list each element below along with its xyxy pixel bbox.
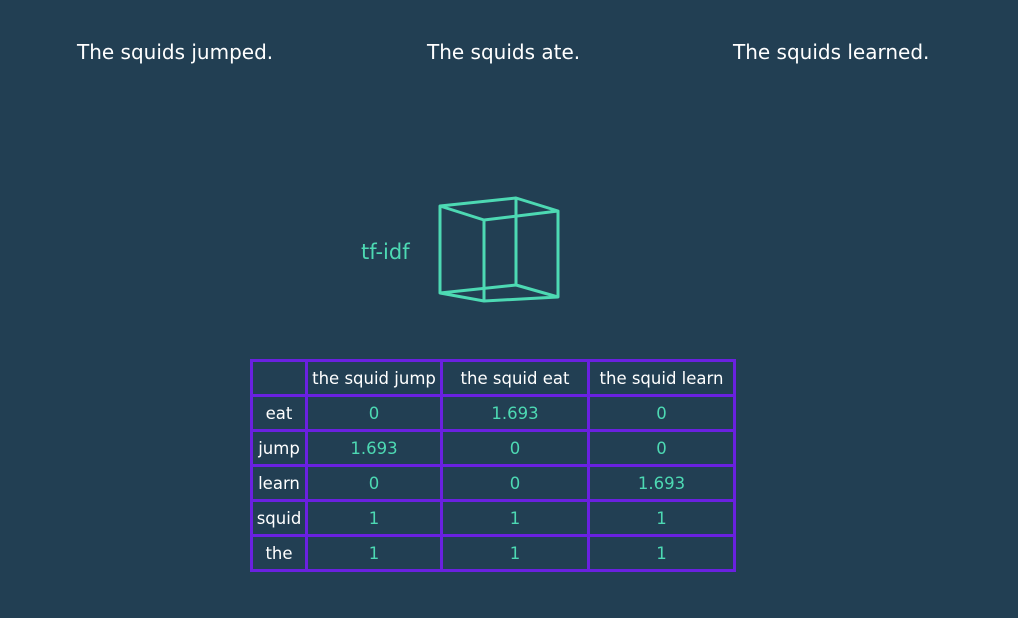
row-label: the bbox=[250, 534, 308, 572]
column-header: the squid eat bbox=[440, 359, 590, 397]
table-cell: 1 bbox=[440, 534, 590, 572]
table-cell: 1 bbox=[587, 499, 736, 537]
table-cell: 1 bbox=[305, 534, 443, 572]
sentence-1: The squids jumped. bbox=[77, 40, 274, 64]
row-label: squid bbox=[250, 499, 308, 537]
table-cell: 1 bbox=[440, 499, 590, 537]
table-cell: 1.693 bbox=[440, 394, 590, 432]
table-cell: 1 bbox=[587, 534, 736, 572]
row-label: jump bbox=[250, 429, 308, 467]
table-cell: 0 bbox=[587, 394, 736, 432]
row-label: eat bbox=[250, 394, 308, 432]
tfidf-matrix-table: the squid jump the squid eat the squid l… bbox=[250, 359, 736, 572]
table-header-row: the squid jump the squid eat the squid l… bbox=[250, 359, 736, 397]
table-row: jump 1.693 0 0 bbox=[250, 429, 736, 467]
table-cell: 0 bbox=[305, 394, 443, 432]
column-header: the squid jump bbox=[305, 359, 443, 397]
column-header: the squid learn bbox=[587, 359, 736, 397]
sentence-3: The squids learned. bbox=[733, 40, 930, 64]
row-label: learn bbox=[250, 464, 308, 502]
table-cell: 0 bbox=[587, 429, 736, 467]
tfidf-label: tf-idf bbox=[361, 240, 410, 264]
table-cell: 0 bbox=[440, 464, 590, 502]
cube-icon bbox=[438, 196, 560, 303]
table-cell: 0 bbox=[440, 429, 590, 467]
table-corner-cell bbox=[250, 359, 308, 397]
table-cell: 1 bbox=[305, 499, 443, 537]
table-row: eat 0 1.693 0 bbox=[250, 394, 736, 432]
table-row: the 1 1 1 bbox=[250, 534, 736, 572]
table-cell: 0 bbox=[305, 464, 443, 502]
table-cell: 1.693 bbox=[305, 429, 443, 467]
table-cell: 1.693 bbox=[587, 464, 736, 502]
table-row: squid 1 1 1 bbox=[250, 499, 736, 537]
table-row: learn 0 0 1.693 bbox=[250, 464, 736, 502]
sentence-2: The squids ate. bbox=[427, 40, 581, 64]
